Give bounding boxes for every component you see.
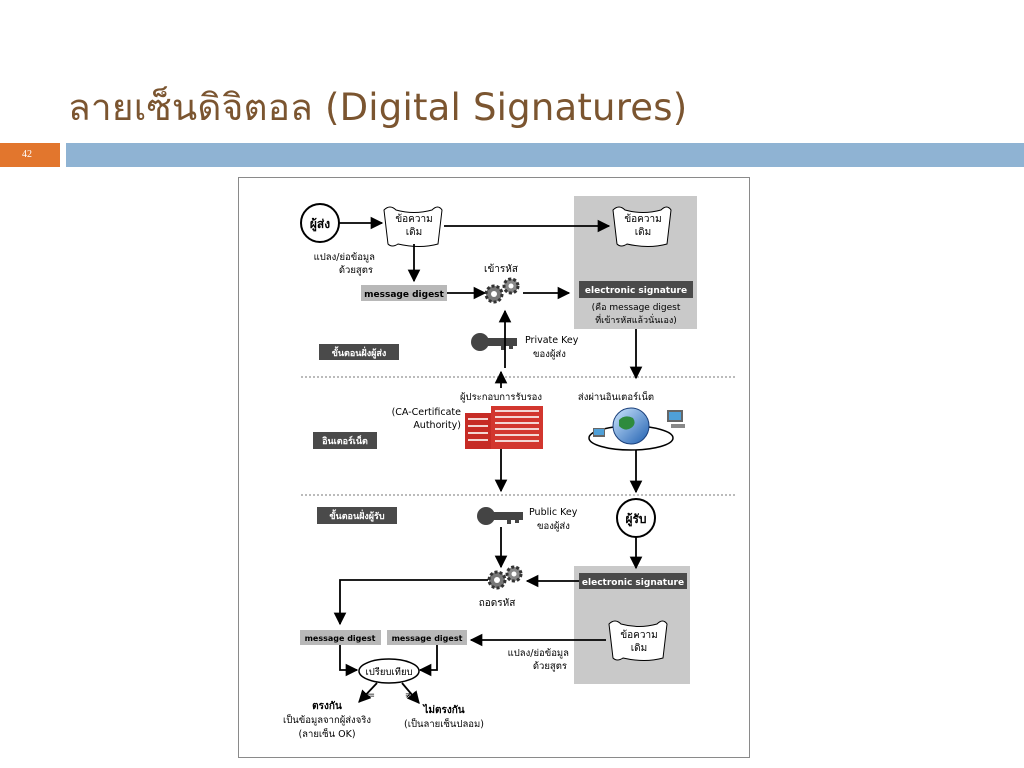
hash-function-label: ด้วยสูตร <box>339 265 373 276</box>
sender-label: ผู้ส่ง <box>310 217 330 232</box>
compare-ellipse <box>358 658 420 684</box>
received-message-label: เดิม <box>631 643 648 654</box>
received-message-scroll-icon <box>608 620 668 661</box>
received-message-label: ข้อความ <box>620 629 657 641</box>
computed-digest-label: message digest <box>392 634 463 643</box>
internet-globe-icon <box>588 407 685 451</box>
mismatch-description: (เป็นลายเซ็นปลอม) <box>404 717 484 730</box>
match-description: เป็นข้อมูลจากผู้ส่งจริง <box>283 713 371 726</box>
private-key-icon <box>471 333 517 351</box>
receiver-hash-label: ด้วยสูตร <box>533 661 567 672</box>
public-key-icon <box>477 507 523 525</box>
decrypt-label: ถอดรหัส <box>479 598 516 609</box>
page-number-badge: 42 <box>0 143 60 167</box>
encrypt-label: เข้ารหัส <box>484 263 518 275</box>
private-key-label: ของผู้ส่ง <box>533 349 566 360</box>
equal-sign: = <box>367 690 375 701</box>
public-key-label: ของผู้ส่ง <box>537 521 570 532</box>
internet-label: อินเตอร์เน็ต <box>322 434 369 447</box>
electronic-signature-label: electronic signature <box>585 286 687 296</box>
message-digest-label: message digest <box>364 290 444 300</box>
original-message-label: เดิม <box>406 227 423 238</box>
message-digest-box <box>361 285 447 301</box>
public-key-label: Public Key <box>529 507 578 518</box>
sender-side-box <box>319 344 399 360</box>
ca-authority-label: (CA-Certificate <box>392 407 462 418</box>
receiver-label: ผู้รับ <box>625 512 646 527</box>
digital-signature-diagram: ผู้ส่ง ข้อความ เดิม ข้อความ เดิม แปลง/ย่… <box>238 177 750 758</box>
hash-function-label: แปลง/ย่อข้อมูล <box>314 252 376 263</box>
receiver-hash-label: แปลง/ย่อข้อมูล <box>508 648 570 659</box>
match-description: (ลายเซ็น OK) <box>298 727 355 740</box>
ca-building-icon <box>465 406 543 449</box>
receiver-side-label: ขั้นตอนฝั่งผู้รับ <box>329 509 384 522</box>
mismatch-label: ไม่ตรงกัน <box>422 703 464 716</box>
original-message-label: ข้อความ <box>395 213 432 225</box>
decrypted-digest-box <box>300 630 381 645</box>
compare-label: เปรียบเทียบ <box>365 666 412 678</box>
ca-authority-label: Authority) <box>413 420 461 431</box>
title-band <box>66 143 1024 167</box>
match-label: ตรงกัน <box>312 700 342 712</box>
sent-message-scroll-icon <box>612 206 672 247</box>
electronic-signature-box <box>579 281 693 298</box>
sender-side-label: ขั้นตอนฝั่งผู้ส่ง <box>332 346 387 359</box>
decrypted-digest-label: message digest <box>305 634 376 643</box>
slide-title: ลายเซ็นดิจิตอล (Digital Signatures) <box>68 86 688 129</box>
internet-box <box>313 432 377 449</box>
esig-note: ที่เข้ารหัสแล้วนั่นเอง) <box>595 313 677 326</box>
received-signature-box <box>579 573 687 589</box>
computed-digest-box <box>387 630 467 645</box>
received-signature-label: electronic signature <box>582 578 684 588</box>
not-equal-sign: ≠ <box>405 690 413 701</box>
sent-message-label: เดิม <box>635 227 652 238</box>
send-via-internet-label: ส่งผ่านอินเตอร์เน็ต <box>578 390 654 403</box>
private-key-label: Private Key <box>525 335 579 346</box>
original-message-scroll-icon <box>383 206 443 247</box>
decrypt-gears-icon <box>487 565 523 590</box>
sent-message-label: ข้อความ <box>624 213 661 225</box>
ca-provider-label: ผู้ประกอบการรับรอง <box>460 392 542 403</box>
receiver-side-box <box>317 507 397 524</box>
esig-note: (คือ message digest <box>592 302 681 313</box>
encrypt-gears-icon <box>484 277 520 304</box>
